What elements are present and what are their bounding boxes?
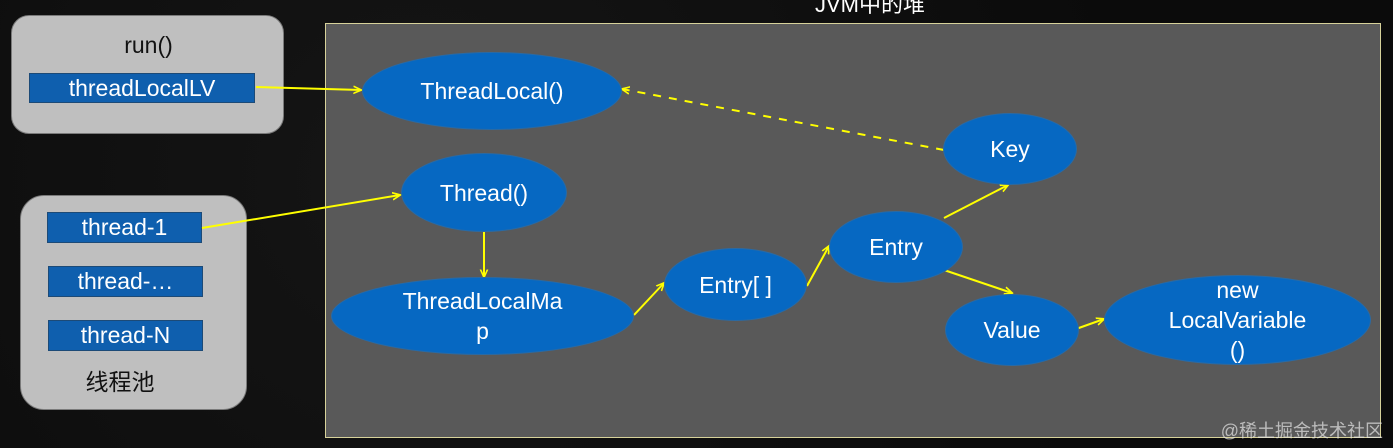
threadlocalmap-node: ThreadLocalMa p [331,277,634,355]
new-local-variable-node: new LocalVariable () [1104,275,1371,365]
run-method-panel: run() threadLocalLV [11,15,284,134]
thread-object-node: Thread() [401,153,567,232]
threadlocal-object-node: ThreadLocal() [362,52,622,130]
thread-pool-item-middle: thread-… [48,266,203,297]
run-method-label: run() [124,32,173,58]
thread-pool-item-n: thread-N [48,320,203,351]
entry-node: Entry [829,211,963,283]
watermark: @稀土掘金技术社区 [1220,421,1383,441]
value-node: Value [945,294,1079,366]
threadlocal-local-variable: threadLocalLV [29,73,255,103]
key-node: Key [943,113,1077,185]
thread-pool-panel: thread-1 thread-… thread-N 线程池 [20,195,247,410]
entry-array-node: Entry[ ] [664,248,807,321]
thread-pool-item-1: thread-1 [47,212,202,243]
thread-pool-label: 线程池 [85,369,155,395]
heap-title: JVM中的堆 [814,0,925,17]
